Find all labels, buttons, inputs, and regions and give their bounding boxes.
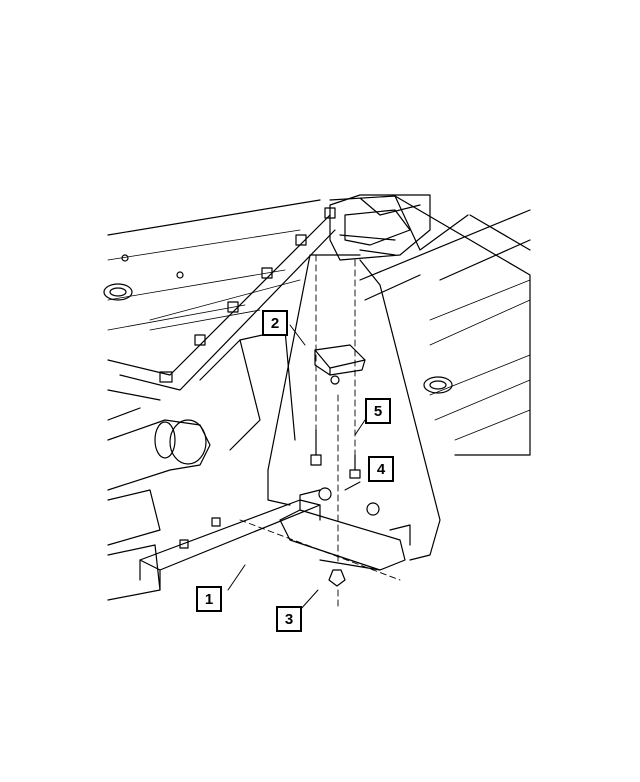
floor-pan-right xyxy=(329,195,531,456)
frame-rail xyxy=(107,207,336,451)
floor-pan-left xyxy=(103,199,321,331)
callout-3: 3 xyxy=(276,606,302,632)
callout-4: 4 xyxy=(368,456,394,482)
explode-lines xyxy=(239,254,401,611)
bracket-assembly xyxy=(314,344,366,385)
detail-view-outline xyxy=(267,254,441,561)
lower-crossmember xyxy=(139,499,321,591)
callout-2: 2 xyxy=(262,310,288,336)
callout-5: 5 xyxy=(365,398,391,424)
mount-plate xyxy=(279,489,411,571)
leader-lines xyxy=(227,324,366,611)
exhaust-pipe xyxy=(107,407,211,601)
callout-1: 1 xyxy=(196,586,222,612)
transmission-assembly xyxy=(329,194,431,261)
bolts xyxy=(310,429,380,587)
